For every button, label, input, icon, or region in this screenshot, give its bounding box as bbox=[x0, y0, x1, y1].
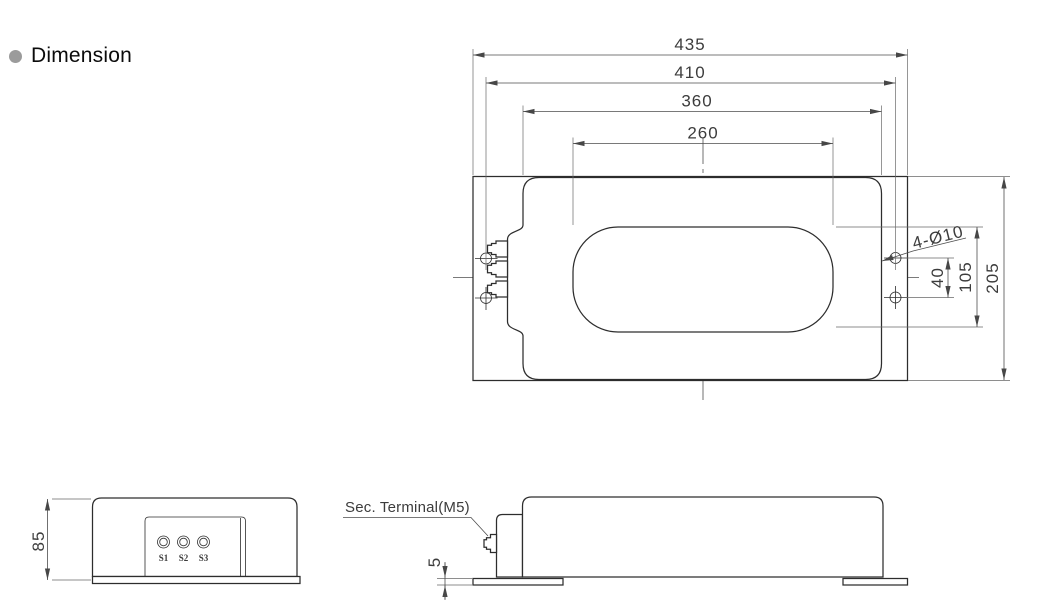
ct-body-outline bbox=[506, 176, 883, 381]
front-base-plate bbox=[91, 575, 301, 585]
dim-label-window-height: 105 bbox=[956, 261, 975, 292]
bullet-icon bbox=[9, 49, 22, 63]
terminal-panel bbox=[144, 516, 246, 577]
dim-label-body-width: 360 bbox=[681, 92, 712, 111]
dim-label-plate-width: 435 bbox=[674, 35, 705, 54]
dim-label-base-thickness: 5 bbox=[425, 557, 444, 567]
section-header: Dimension bbox=[9, 44, 132, 68]
terminal-note-label: Sec. Terminal(M5) bbox=[345, 499, 470, 516]
terminal-label-s1: S1 bbox=[159, 553, 169, 563]
extension-lines bbox=[472, 49, 1010, 381]
extension-lines bbox=[52, 498, 91, 581]
terminal-stud bbox=[197, 535, 210, 549]
terminal-callout: Sec. Terminal(M5) bbox=[343, 499, 489, 537]
page-title: Dimension bbox=[31, 44, 133, 67]
dim-base-thickness: 5 bbox=[425, 557, 472, 600]
side-terminal-block bbox=[495, 513, 524, 578]
leader-line bbox=[881, 237, 967, 262]
side-terminal-bolt bbox=[483, 533, 498, 554]
side-base-plate-left bbox=[472, 577, 564, 586]
leader-line bbox=[343, 517, 489, 537]
side-base-plate-right bbox=[842, 577, 909, 586]
terminal-stud-inner bbox=[199, 537, 208, 547]
front-view: S1 S2 S3 85 bbox=[29, 497, 301, 585]
dim-label-plate-height: 205 bbox=[983, 262, 1002, 293]
dim-label-hole-spacing: 40 bbox=[928, 267, 947, 288]
holes-note-label: 4-Ø10 bbox=[910, 222, 965, 253]
top-view: 435 410 360 260 205 105 bbox=[453, 35, 1010, 400]
dim-hole-spacing: 40 bbox=[928, 258, 951, 298]
terminal-studs bbox=[157, 535, 210, 549]
dim-body-width: 360 bbox=[523, 92, 882, 115]
secondary-terminal-bolts bbox=[486, 240, 509, 298]
side-body-outline bbox=[521, 496, 884, 578]
side-view: Sec. Terminal(M5) 5 bbox=[343, 496, 909, 600]
terminal-stud-inner bbox=[159, 537, 168, 547]
extension-lines bbox=[437, 578, 472, 586]
dim-window-width: 260 bbox=[573, 124, 833, 147]
terminal-stud-inner bbox=[179, 537, 188, 547]
dim-label-window-width: 260 bbox=[687, 124, 718, 143]
terminal-label-s2: S2 bbox=[179, 553, 189, 563]
terminal-stud bbox=[157, 535, 170, 549]
dim-label-hole-span: 410 bbox=[674, 63, 705, 82]
dim-body-height: 85 bbox=[29, 498, 91, 581]
front-body-outline bbox=[91, 497, 298, 578]
terminal-stud bbox=[177, 535, 190, 549]
dim-plate-height: 205 bbox=[983, 177, 1007, 380]
dim-label-body-height: 85 bbox=[29, 531, 48, 552]
dim-window-height: 105 bbox=[956, 227, 980, 327]
dim-plate-width: 435 bbox=[473, 35, 908, 58]
window-opening bbox=[572, 226, 834, 333]
terminal-label-s3: S3 bbox=[199, 553, 209, 563]
dim-hole-span: 410 bbox=[486, 63, 896, 86]
